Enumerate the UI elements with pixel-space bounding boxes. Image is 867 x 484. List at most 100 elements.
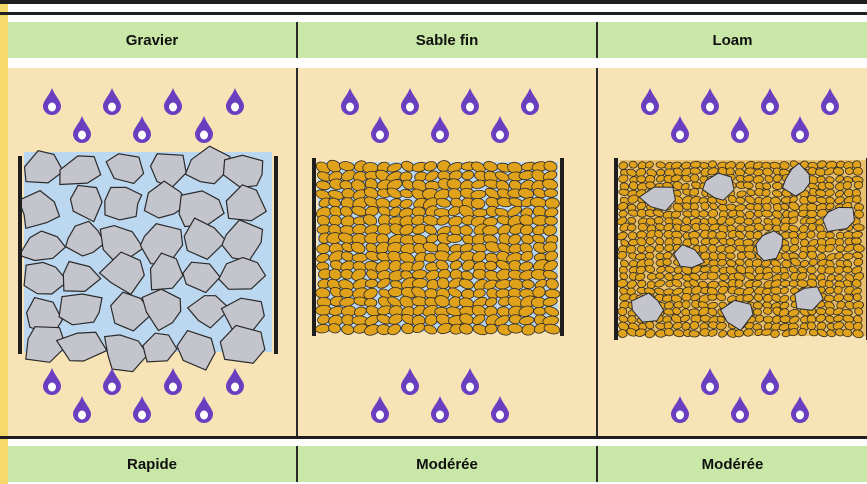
sand-grain	[533, 307, 545, 315]
drop-highlight	[466, 103, 474, 112]
drop-highlight	[376, 411, 384, 420]
sand-grain	[473, 209, 488, 217]
drop-highlight	[169, 103, 177, 112]
container-wall-left	[18, 156, 22, 354]
sand-grain	[772, 182, 782, 189]
sand-grain	[483, 225, 499, 235]
footer-moderee-2: Modérée	[596, 446, 867, 482]
footer-moderee-1: Modérée	[296, 446, 596, 482]
sand-grain	[315, 305, 331, 316]
sand-grain	[545, 216, 558, 225]
drop-highlight	[526, 103, 534, 112]
panel-sable-fin	[296, 68, 596, 436]
sand-grain	[726, 238, 735, 245]
sand-grain	[726, 253, 736, 260]
sand-grain	[824, 295, 834, 302]
drop-highlight	[766, 103, 774, 112]
header-row: Gravier Sable fin Loam	[8, 22, 867, 58]
drop-highlight	[108, 103, 116, 112]
drop-highlight	[496, 131, 504, 140]
sand-grain	[637, 176, 646, 183]
sand-grain	[340, 288, 354, 298]
drop-highlight	[108, 383, 116, 392]
drop-highlight	[138, 131, 146, 140]
sand-grain	[744, 218, 753, 225]
drop-highlight	[436, 411, 444, 420]
sand-grain	[735, 280, 743, 288]
header-sable-fin: Sable fin	[296, 22, 596, 58]
drop-highlight	[706, 103, 714, 112]
sand-grain	[825, 308, 834, 316]
sand-grain	[735, 217, 745, 224]
bottom-rule	[0, 436, 867, 439]
sand-illustration	[298, 68, 596, 436]
drop-highlight	[231, 383, 239, 392]
sand-grain	[699, 211, 708, 218]
drop-highlight	[796, 131, 804, 140]
gravel-illustration	[8, 68, 296, 436]
top-rule	[0, 0, 867, 4]
header-loam: Loam	[596, 22, 867, 58]
sand-grain	[627, 224, 636, 232]
sand-grain	[708, 294, 717, 300]
sand-grain	[388, 287, 402, 296]
drop-highlight	[676, 131, 684, 140]
drop-highlight	[406, 383, 414, 392]
drop-highlight	[496, 411, 504, 420]
drop-highlight	[676, 411, 684, 420]
drop-highlight	[78, 411, 86, 420]
sand-grain	[852, 196, 861, 203]
sand-grain	[655, 244, 664, 252]
sand-grain	[628, 315, 637, 323]
container-wall-right	[560, 158, 564, 336]
container-wall-right	[274, 156, 278, 354]
sand-grain	[473, 269, 487, 280]
sand-grain	[471, 198, 485, 209]
drop-highlight	[200, 131, 208, 140]
drop-highlight	[826, 103, 834, 112]
sand-grain	[707, 272, 718, 280]
drop-highlight	[138, 411, 146, 420]
drop-highlight	[200, 411, 208, 420]
drop-highlight	[48, 383, 56, 392]
sand-grain	[629, 260, 638, 267]
sand-grain	[618, 307, 627, 315]
sand-grain	[851, 238, 861, 244]
drop-highlight	[169, 383, 177, 392]
sand-grain	[763, 316, 773, 324]
footer-row: Rapide Modérée Modérée	[8, 446, 867, 482]
sand-grain	[826, 232, 835, 239]
sand-grain	[807, 210, 817, 217]
sand-grain	[745, 211, 754, 219]
container-wall-left	[614, 158, 618, 340]
sand-grain	[647, 273, 657, 280]
illustration-panels	[8, 68, 867, 436]
panel-gravier	[8, 68, 296, 436]
panel-loam	[596, 68, 867, 436]
sand-grain	[690, 168, 701, 175]
sand-grain	[763, 307, 772, 314]
drop-highlight	[231, 103, 239, 112]
left-accent-bar	[0, 0, 8, 484]
drop-highlight	[346, 103, 354, 112]
sand-grain	[485, 261, 497, 271]
drop-highlight	[736, 131, 744, 140]
sand-grain	[682, 293, 692, 301]
drop-highlight	[466, 383, 474, 392]
drop-highlight	[48, 103, 56, 112]
sand-grain	[843, 266, 853, 273]
top-rule-2	[0, 12, 867, 15]
sand-grain	[315, 324, 330, 334]
sand-grain	[689, 330, 700, 337]
footer-rapide: Rapide	[8, 446, 296, 482]
sand-grain	[845, 168, 853, 175]
sand-grain	[628, 231, 637, 240]
sand-grain	[816, 308, 826, 315]
sand-grain	[719, 274, 728, 281]
drop-highlight	[78, 131, 86, 140]
sand-grain	[764, 224, 773, 231]
drop-highlight	[376, 131, 384, 140]
sand-grain	[737, 252, 746, 260]
drop-highlight	[796, 411, 804, 420]
container-wall-left	[312, 158, 316, 336]
